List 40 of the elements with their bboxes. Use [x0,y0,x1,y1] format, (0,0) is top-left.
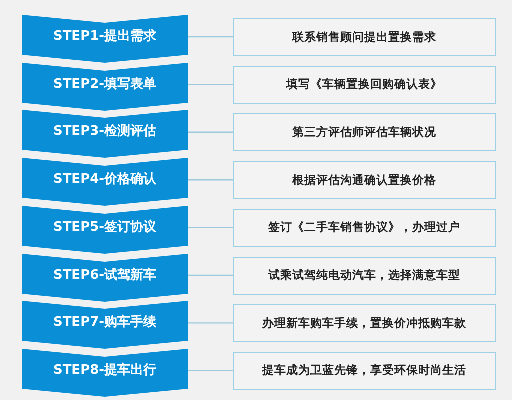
step-label: STEP6-试驾新车 [52,266,158,284]
description-text: 填写《车辆置换回购确认表》 [286,77,442,92]
description-text: 联系销售顾问提出置换需求 [292,30,436,44]
step-label: STEP8-提车出行 [52,362,158,379]
step-label: STEP1-提出需求 [52,28,158,45]
step-label: STEP2-填写表单 [52,76,158,93]
connector-line [188,180,233,181]
step-banner [22,110,188,158]
step-label: STEP7-购车手续 [52,314,158,332]
connector-line [188,322,233,324]
connector-line [188,274,233,276]
description-box [233,256,496,294]
connector-line [188,227,233,228]
description-box [233,161,496,200]
step-label: STEP4-价格确认 [52,171,158,188]
connector-line [188,132,233,133]
step-banner [22,158,188,206]
description-box [233,208,496,247]
step-banner [22,206,188,254]
step-banner [22,254,188,302]
connector-line [188,84,233,86]
description-text: 根据评估沟通确认置换价格 [292,172,436,188]
description-text: 试乘试驾纯电动汽车，选择满意车型 [268,268,460,283]
description-text: 办理新车购车手续，置换价冲抵购车款 [262,316,466,331]
description-box [233,304,496,342]
description-box [233,113,496,152]
description-box [233,352,496,390]
description-text: 第三方评估师评估车辆状况 [292,124,436,140]
step-banner [22,15,188,63]
connector-line [188,370,233,372]
step-label: STEP3-检测评估 [52,123,158,140]
step-banner [22,62,188,111]
description-text: 签订《二手车销售协议》，办理过户 [268,220,460,236]
description-box [233,66,496,104]
step-banner [22,301,188,350]
description-box [233,18,496,56]
step-label: STEP5-签订协议 [52,218,158,236]
description-text: 提车成为卫蓝先锋，享受环保时尚生活 [262,363,466,378]
connector-line [188,36,233,38]
step-banner [22,348,188,397]
